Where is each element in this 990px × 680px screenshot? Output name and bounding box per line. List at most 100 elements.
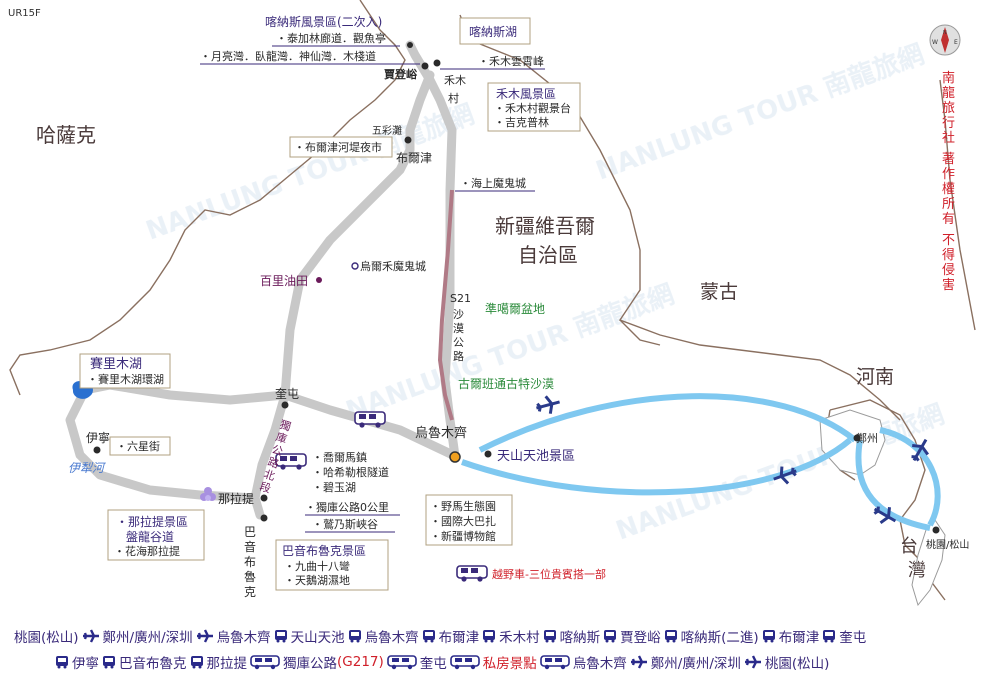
airplane-icons [536, 395, 930, 525]
airplane-icon [911, 438, 930, 462]
duku-points-callout: ・喬爾馬鎮 ・哈希勒根隧道 ・碧玉湖 ・獨庫公路0公里 ・鷲乃斯峽谷 [305, 450, 400, 533]
svg-text:克: 克 [244, 585, 256, 599]
svg-text:NANLUNG TOUR 南龍旅網: NANLUNG TOUR 南龍旅網 [142, 99, 478, 247]
route-stop: 那拉提 [206, 656, 248, 672]
svg-text:・吉克普林: ・吉克普林 [494, 115, 549, 129]
bus-icon [103, 656, 115, 669]
route-stop: 布爾津 [778, 630, 820, 646]
region-xinjiang: 新疆維吾爾 [495, 214, 595, 238]
jeep-icon [250, 655, 280, 670]
svg-text:・那拉提景區: ・那拉提景區 [116, 514, 188, 529]
airplane-icon [196, 629, 213, 643]
copyright-char: 旅 [942, 101, 955, 116]
route-stop: (G217) [337, 654, 384, 670]
urumqi-sites-callout: ・野馬生態園 ・國際大巴扎 ・新疆博物館 [425, 494, 513, 546]
sayram-box [79, 353, 171, 389]
svg-text:庫: 庫 [274, 429, 289, 446]
route-stop: 鄭州/廣州/深圳 [102, 630, 193, 646]
svg-text:巴音布魯克景區: 巴音布魯克景區 [282, 543, 366, 558]
wuerhe-ghost-city: 烏爾禾魔鬼城 [360, 259, 426, 273]
region-taiwan: 台 [900, 536, 918, 557]
copyright-char: 得 [942, 247, 955, 263]
burqin-night-market: ・布爾津河堤夜市 [294, 140, 382, 154]
airplane-icon [82, 629, 99, 643]
bayinbuluke-scenic-callout: 巴音布魯克景區 ・九曲十八彎 ・天鵝湖濕地 [275, 539, 389, 591]
bus-icon [274, 630, 287, 643]
route-stop: 桃園(松山) [14, 630, 79, 646]
map-canvas: NANLUNG TOUR 南龍旅網 NANLUNG TOUR 南龍旅網 NANL… [8, 0, 976, 607]
compass-icon: W E N [929, 24, 961, 56]
kanas-lake-box-text: 喀納斯湖 [469, 24, 517, 39]
airplane-icon [873, 506, 897, 525]
route-stop: 伊寧 [72, 656, 99, 672]
route-stop: 喀納斯(二進) [680, 630, 759, 646]
place-yining: 伊寧 [86, 430, 110, 445]
place-gurbantunggut: 古爾班通古特沙漠 [458, 376, 554, 391]
copyright-char: 害 [942, 277, 955, 293]
flower-icon [200, 487, 216, 501]
region-henan: 河南 [856, 366, 894, 388]
jeep-icon [275, 453, 307, 470]
flight-paths [461, 393, 941, 531]
svg-text:・泰加林廊道．觀魚亭: ・泰加林廊道．觀魚亭 [276, 31, 386, 45]
route-stop: 奎屯 [419, 656, 447, 672]
route-stop: 天山天池 [290, 630, 345, 646]
nalati-scenic-callout: ・那拉提景區 盤龍谷道 ・花海那拉提 [107, 509, 205, 561]
jeep-icon [539, 655, 570, 670]
place-kuitun: 奎屯 [275, 386, 299, 401]
region-xinjiang-2: 自治區 [518, 243, 578, 267]
svg-text:・禾木村觀景台: ・禾木村觀景台 [494, 101, 571, 115]
svg-text:路: 路 [453, 350, 464, 363]
svg-text:・花海那拉提: ・花海那拉提 [114, 544, 180, 558]
svg-text:盤龍谷道: 盤龍谷道 [126, 529, 174, 544]
place-burqin: 布爾津 [396, 151, 432, 165]
airplane-icon [773, 466, 797, 485]
s21-desert-road-label: 沙 漠 公 路 [453, 308, 464, 363]
svg-text:N: N [943, 30, 947, 36]
jeep-icon [354, 411, 386, 428]
kanas-lake-box [459, 17, 531, 45]
svg-text:・九曲十八彎: ・九曲十八彎 [284, 559, 350, 573]
route-stop: 巴音布魯克 [119, 656, 187, 672]
svg-text:・月亮灣．臥龍灣．神仙灣．木棧道: ・月亮灣．臥龍灣．神仙灣．木棧道 [200, 49, 376, 63]
tianshan-scenic: 天山天池景區 [497, 449, 575, 464]
airplane-icon [744, 655, 761, 669]
jeep-icon [386, 655, 417, 670]
liuxing-street: ・六星街 [116, 439, 160, 453]
route-stop: 鄭州/廣州/深圳 [650, 656, 741, 672]
itinerary-line-1: 桃園(松山)鄭州/廣州/深圳烏魯木齊天山天池烏魯木齊布爾津禾木村喀納斯賈登峪喀納… [14, 626, 866, 646]
bus-icon [56, 656, 68, 669]
hemu-peak: ・禾木雲霄峰 [478, 55, 544, 68]
route-stop: 桃園(松山) [764, 656, 830, 672]
itinerary-route-bar: 桃園(松山)鄭州/廣州/深圳烏魯木齊天山天池烏魯木齊布爾津禾木村喀納斯賈登峪喀納… [0, 620, 990, 680]
s21-label: S21 [450, 292, 471, 305]
svg-text:NANLUNG TOUR 南龍旅網: NANLUNG TOUR 南龍旅網 [592, 39, 928, 187]
svg-text:音: 音 [244, 539, 256, 554]
route-stop: 奎屯 [839, 630, 867, 646]
copyright-char: 龍 [942, 85, 955, 101]
liuxing-box [109, 436, 171, 456]
route-stop: 烏魯木齊 [572, 656, 627, 672]
bus-icon [823, 630, 836, 643]
svg-text:段: 段 [258, 479, 273, 496]
svg-text:・哈希勒根隧道: ・哈希勒根隧道 [312, 465, 389, 479]
bus-icon [604, 630, 617, 643]
route-stop: 私房景點 [482, 656, 537, 672]
place-urumqi: 烏魯木齊 [415, 425, 467, 441]
svg-text:巴: 巴 [244, 525, 256, 539]
taiwan-island [911, 519, 946, 607]
svg-text:北: 北 [262, 467, 276, 483]
place-dzungaria: 準噶爾盆地 [485, 301, 545, 316]
svg-text:・新疆博物館: ・新疆博物館 [430, 529, 496, 543]
svg-text:・國際大巴扎: ・國際大巴扎 [430, 514, 496, 528]
copyright-char: 南 [942, 70, 955, 86]
copyright-char: 行 [942, 116, 955, 131]
place-jiadengyu: 賈登峪 [384, 67, 418, 81]
place-zhengzhou: 鄭州 [856, 431, 878, 445]
svg-text:沙: 沙 [453, 308, 464, 321]
sayram-box-title: 賽里木湖 [90, 356, 142, 372]
s21-desert-road [437, 189, 454, 421]
route-stop: 布爾津 [438, 630, 480, 646]
svg-text:E: E [954, 39, 958, 46]
